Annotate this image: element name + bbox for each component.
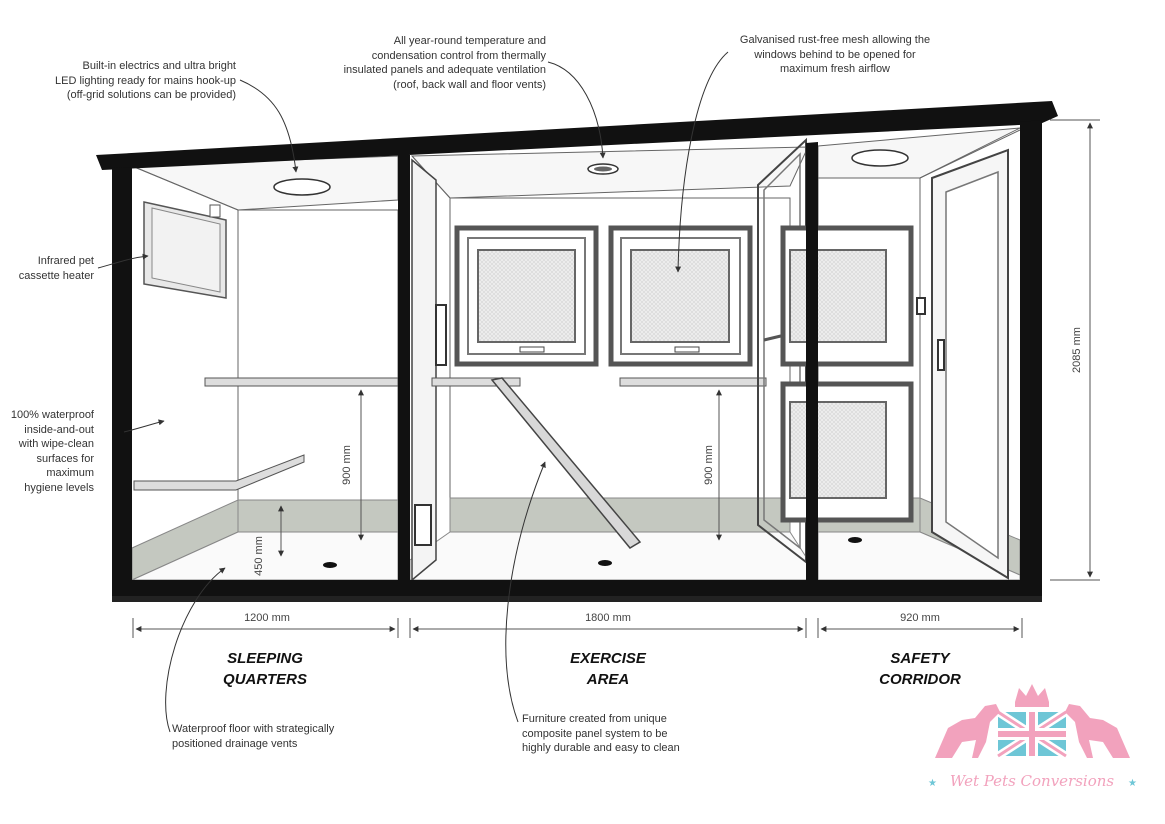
right-ledge <box>619 377 767 387</box>
callout-mesh: Galvanised rust-free mesh allowing the w… <box>739 34 931 75</box>
window-left <box>454 225 599 367</box>
heater-panel <box>143 201 227 299</box>
dim-height: 2085 mm <box>1071 327 1083 373</box>
dog-right-icon <box>1065 704 1130 758</box>
union-flag-icon <box>995 708 1069 760</box>
dim-shelf-height-right: 900 mm <box>703 445 715 485</box>
window-middle <box>608 225 753 367</box>
dim-sleeping-width: 1200 mm <box>244 612 290 624</box>
brand-name: Wet Pets Conversions <box>950 772 1115 790</box>
svg-text:★: ★ <box>928 778 937 789</box>
ramp <box>490 377 642 549</box>
ceiling-light-icon <box>851 149 909 167</box>
dim-exercise-width: 1800 mm <box>585 612 631 624</box>
svg-text:★: ★ <box>1128 778 1137 789</box>
leader-lines <box>97 51 729 733</box>
callout-heater: Infrared pet cassette heater <box>18 255 94 282</box>
dim-shelf-height-left: 900 mm <box>341 445 353 485</box>
ceiling-light-icon <box>273 178 331 196</box>
zone-safety-corridor: SAFETY CORRIDOR <box>879 650 961 688</box>
callout-electrics: Built-in electrics and ultra bright LED … <box>55 60 236 101</box>
upper-shelf <box>204 377 399 387</box>
wet-pets-logo: Wet Pets Conversions ★ ★ <box>928 684 1137 790</box>
callout-floor: Waterproof floor with strategically posi… <box>172 723 335 750</box>
container-frame <box>96 101 1058 602</box>
zone-sleeping-quarters: SLEEPING QUARTERS <box>223 650 307 688</box>
zone-exercise-area: EXERCISE AREA <box>570 650 646 688</box>
floor-vent <box>848 537 862 543</box>
exercise-area-room <box>409 137 810 582</box>
bench <box>133 454 305 491</box>
floor-vent <box>323 562 337 568</box>
entrance-door <box>931 148 1009 580</box>
floor-vent <box>598 560 612 566</box>
dim-corridor-width: 920 mm <box>900 612 940 624</box>
dimension-lines <box>132 119 1100 638</box>
dim-bench-height: 450 mm <box>253 536 265 576</box>
callout-waterproof: 100% waterproof inside-and-out with wipe… <box>10 409 94 494</box>
callout-temperature: All year-round temperature and condensat… <box>343 35 546 91</box>
callout-furniture: Furniture created from unique composite … <box>522 713 680 754</box>
safety-corridor-room <box>780 126 1024 581</box>
dog-left-icon <box>935 704 1000 758</box>
sleeping-quarters-room <box>118 155 402 581</box>
